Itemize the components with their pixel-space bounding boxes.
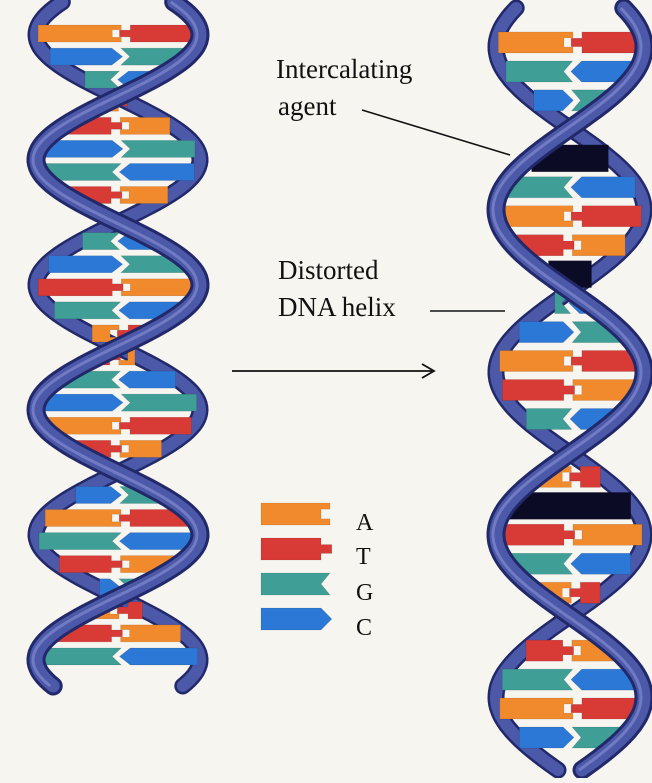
distorted-helix-label-line2: DNA helix [278, 292, 396, 323]
cytosine-base [119, 163, 194, 180]
guanine-base [54, 302, 120, 319]
adenine-base [120, 187, 168, 204]
cytosine-base [50, 48, 123, 65]
thymine-base [569, 466, 600, 487]
distorted-helix-label-line1: Distorted [278, 255, 379, 286]
thymine-base [38, 279, 123, 296]
guanine-base [39, 533, 121, 550]
adenine-base [498, 32, 573, 53]
transformation-arrow [232, 364, 434, 378]
thymine-base [119, 417, 191, 434]
distorted-dna-helix [493, 8, 644, 770]
intercalating-agent-pointer [362, 110, 510, 155]
adenine-base [572, 235, 625, 256]
thymine-base [119, 25, 197, 42]
guanine-base [526, 408, 572, 429]
thymine-base [569, 582, 600, 603]
legend-label-c: C [356, 615, 372, 641]
thymine-base [498, 524, 575, 545]
legend-swatch-thymine [261, 538, 332, 560]
cytosine-base [571, 177, 635, 198]
intercalating-agent-label-line2: agent [278, 91, 336, 122]
guanine-base [506, 61, 573, 82]
normal-dna-helix [33, 2, 200, 686]
thymine-base [571, 206, 641, 227]
adenine-base [573, 524, 642, 545]
cytosine-base [519, 727, 574, 748]
legend-swatch-adenine [261, 503, 330, 525]
adenine-base [121, 279, 198, 296]
cytosine-base [119, 371, 176, 388]
legend-swatch-cytosine [261, 608, 332, 630]
thymine-base [571, 32, 642, 53]
legend-swatch-guanine [261, 573, 330, 595]
adenine-base [38, 25, 121, 42]
guanine-base [38, 648, 121, 665]
guanine-base [82, 233, 119, 250]
cytosine-base [571, 553, 631, 574]
guanine-base [121, 140, 195, 157]
base-legend [261, 503, 332, 630]
adenine-base [120, 440, 162, 457]
guanine-base [502, 669, 573, 690]
adenine-base [499, 206, 573, 227]
legend-label-t: T [356, 544, 371, 570]
cytosine-base [519, 322, 574, 343]
thymine-base [526, 640, 574, 661]
guanine-base [121, 394, 196, 411]
thymine-base [59, 556, 122, 573]
cytosine-base [119, 648, 197, 665]
thymine-base [502, 380, 574, 401]
adenine-base [121, 625, 181, 642]
left-helix-front-strand [33, 2, 200, 686]
legend-label-a: A [356, 510, 373, 536]
adenine-base [120, 117, 170, 134]
cytosine-base [76, 486, 122, 503]
guanine-base [85, 71, 119, 88]
legend-label-g: G [356, 580, 373, 606]
pointer-lines [232, 110, 510, 378]
intercalating-agent-label-line1: Intercalating [276, 54, 412, 85]
cytosine-base [534, 90, 573, 111]
adenine-base [500, 351, 573, 372]
cytosine-base [49, 256, 123, 273]
adenine-base [500, 698, 573, 719]
adenine-base [45, 510, 121, 527]
